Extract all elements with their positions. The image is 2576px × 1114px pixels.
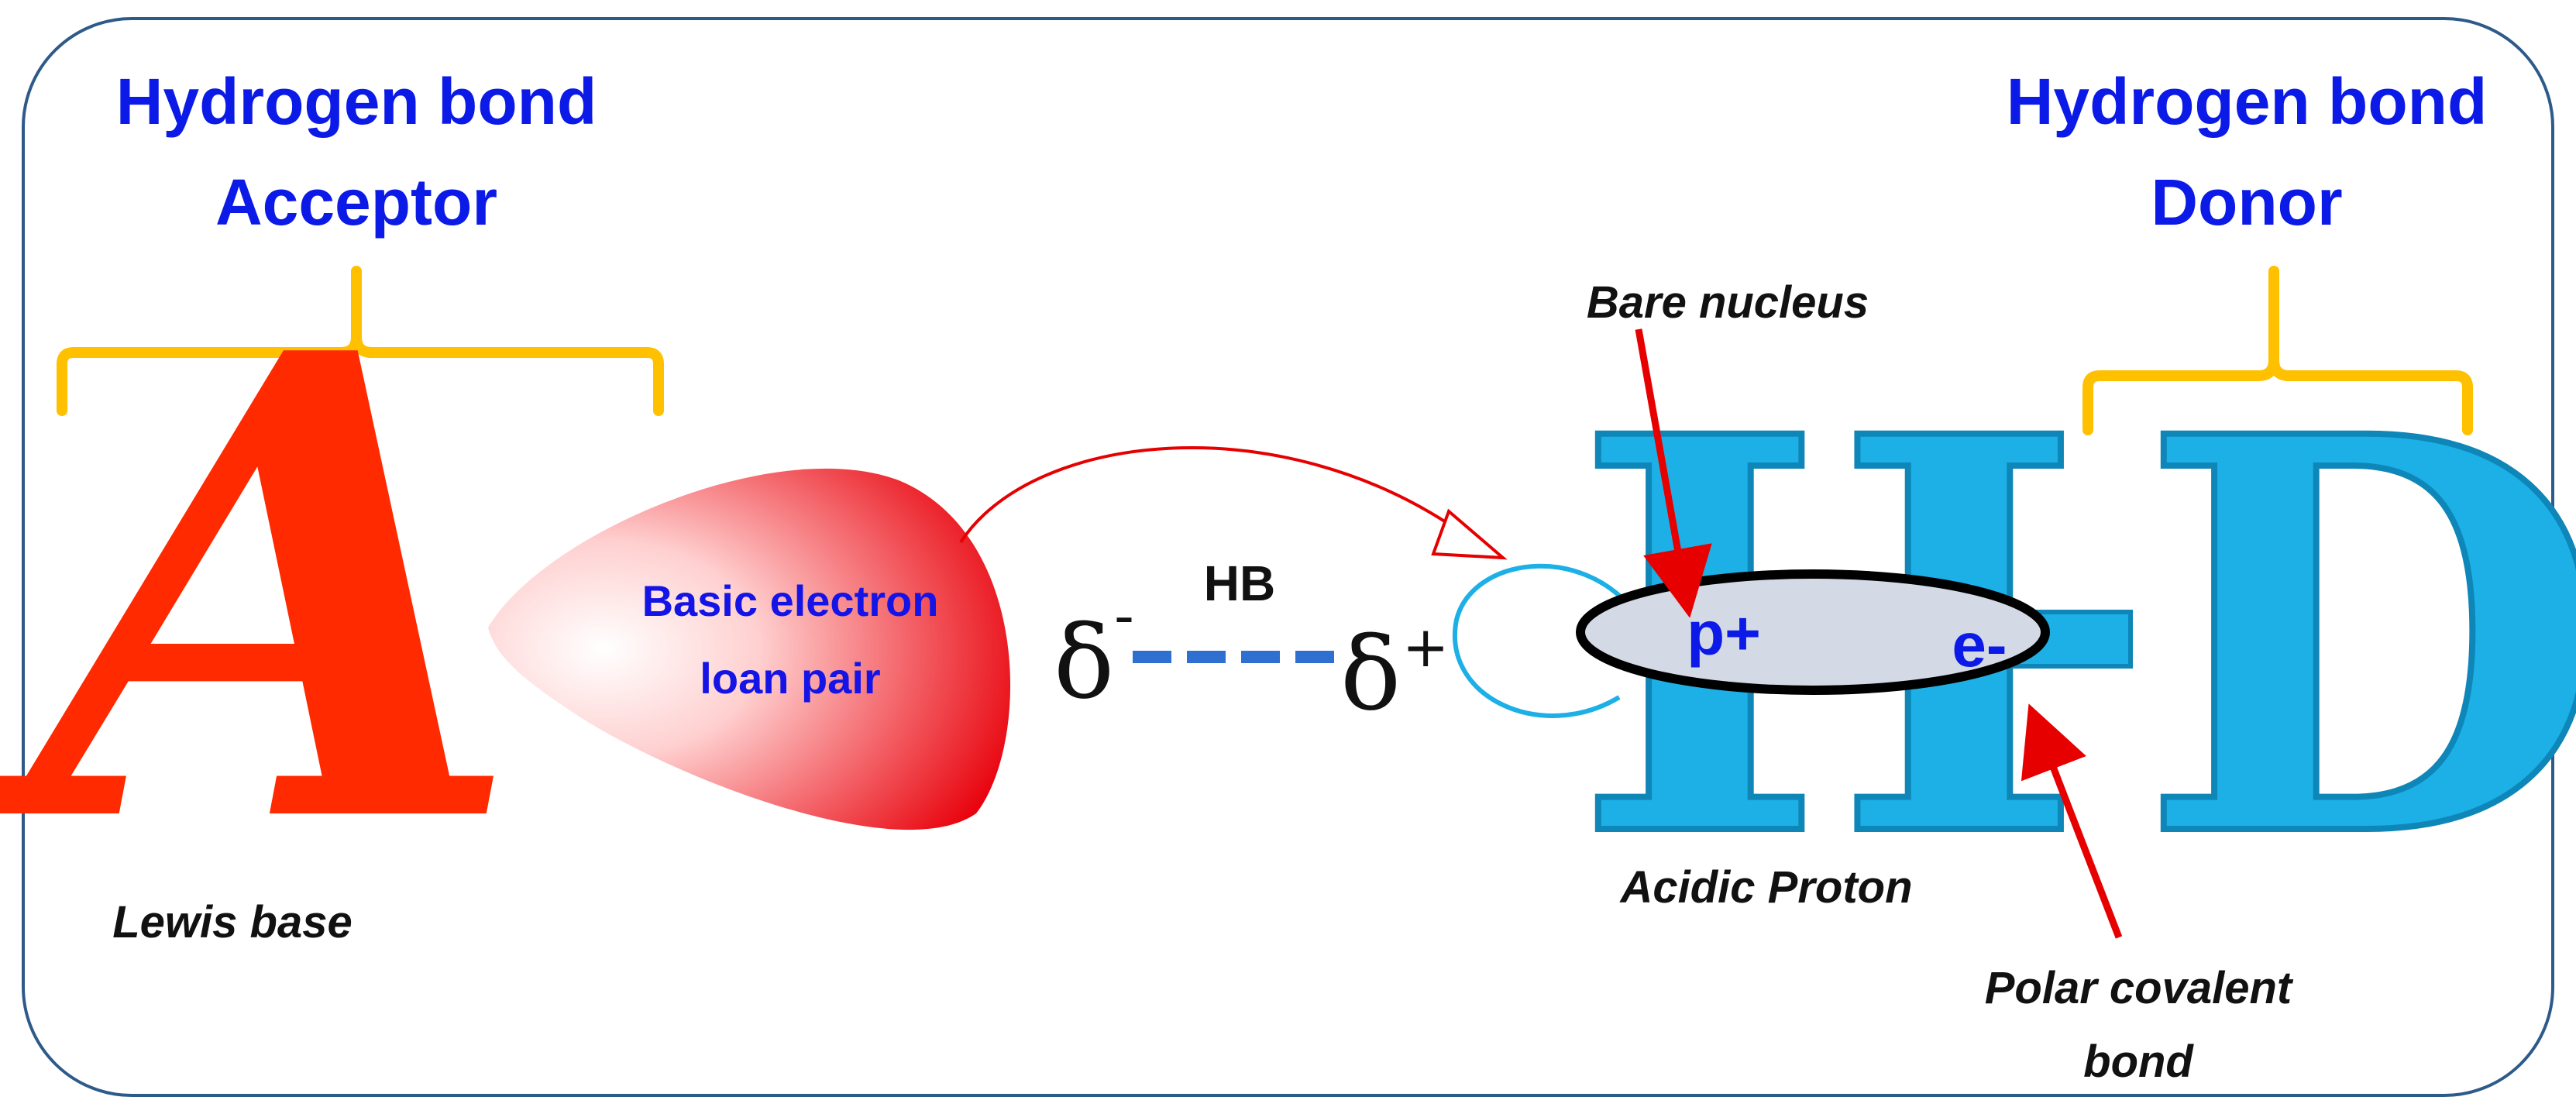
hb-label: HB [1204, 555, 1275, 611]
hydrogen-orbital-loop [1453, 563, 1637, 718]
delta-plus-symbol: δ [1340, 615, 1401, 733]
bare-nucleus-arrow [1635, 328, 1712, 618]
delta-minus-sign: - [1114, 583, 1134, 648]
polar-bond-caption-line2: bond [2083, 1037, 2194, 1087]
delta-minus-symbol: δ [1054, 603, 1114, 721]
electron-donation-arrowhead [1431, 508, 1508, 560]
polar-bond-arrow [2021, 703, 2123, 939]
acceptor-heading-line2: Acceptor [215, 166, 497, 239]
bare-nucleus-caption: Bare nucleus [1587, 277, 1869, 328]
donor-heading-line1: Hydrogen bond [2007, 65, 2488, 138]
lewis-base-caption: Lewis base [112, 897, 352, 947]
donor-heading-line2: Donor [2151, 166, 2342, 239]
lone-pair-lobe [488, 468, 1011, 830]
diagram-frame [22, 17, 2554, 1097]
lone-pair-label-line1: Basic electron [642, 576, 939, 625]
acceptor-heading-line1: Hydrogen bond [116, 65, 597, 138]
delta-plus-sign: + [1402, 614, 1449, 679]
acidic-proton-caption: Acidic Proton [1618, 862, 1912, 913]
acceptor-bracket [57, 266, 664, 416]
proton-label: p+ [1687, 599, 1761, 668]
electron-label: e- [1952, 610, 2007, 679]
polar-bond-caption-line1: Polar covalent [1985, 963, 2294, 1013]
donor-bracket [2082, 266, 2473, 435]
donor-letter-d: D [2138, 321, 2576, 958]
acceptor-letter-a: A [0, 218, 524, 964]
lone-pair-label-line2: loan pair [700, 654, 880, 703]
electron-donation-arrow [959, 446, 1466, 544]
